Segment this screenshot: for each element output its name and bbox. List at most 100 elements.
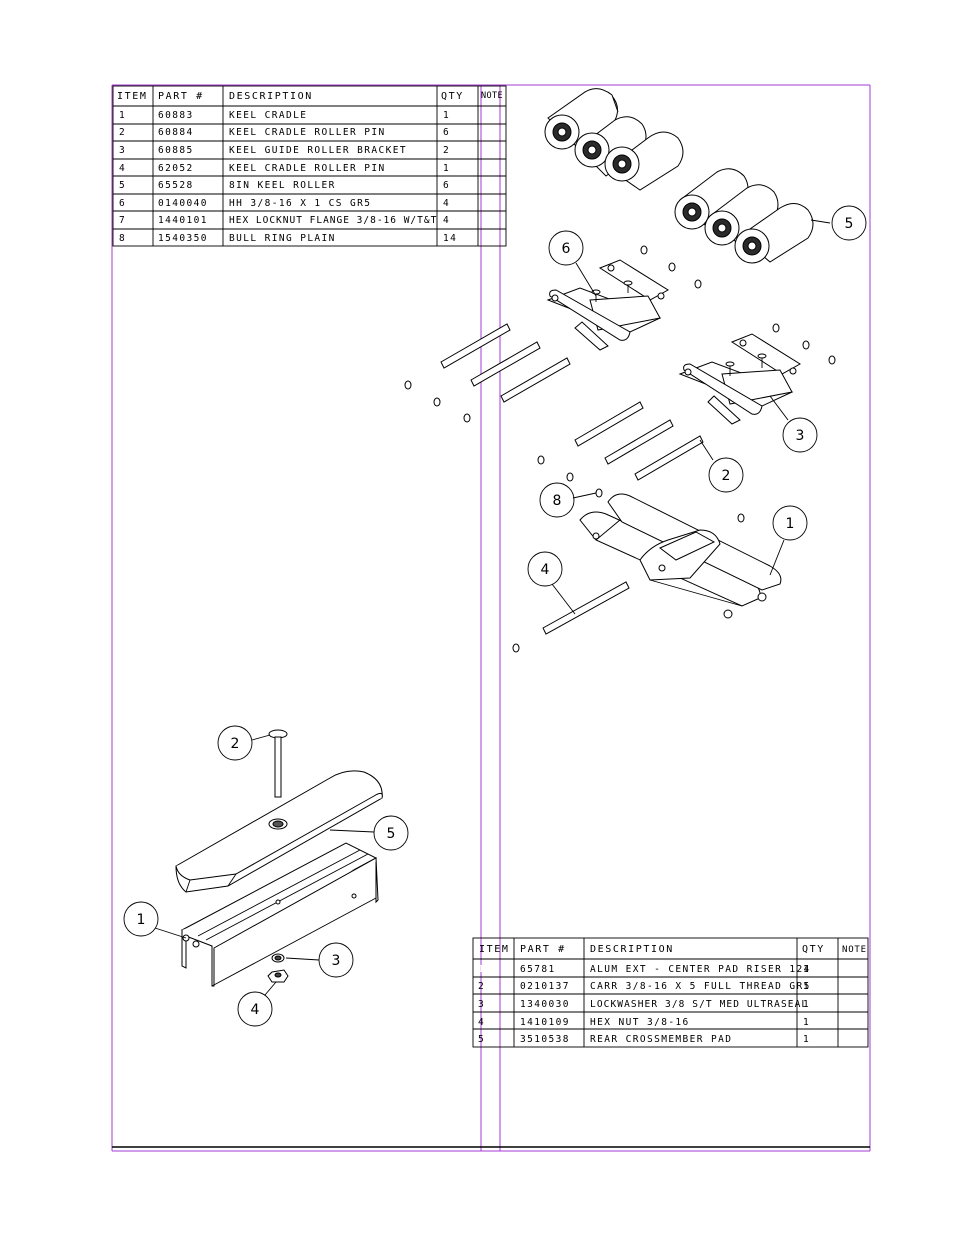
svg-text:60885: 60885	[158, 145, 194, 156]
svg-text:7: 7	[119, 215, 126, 226]
svg-text:2: 2	[119, 127, 126, 138]
table-row: 5 3510538 REAR CROSSMEMBER PAD 1	[478, 1034, 810, 1045]
balloon-8-upper: 8	[539, 482, 597, 518]
svg-text:6: 6	[443, 127, 450, 138]
svg-text:1: 1	[119, 110, 126, 121]
svg-text:3: 3	[796, 428, 805, 444]
svg-text:5: 5	[478, 1034, 485, 1045]
bottom-header-description: DESCRIPTION	[590, 944, 674, 955]
table-row: 1 65781 ALUM EXT - CENTER PAD RISER 124 …	[478, 964, 811, 975]
top-header-qty: QTY	[441, 91, 464, 102]
svg-text:6: 6	[562, 241, 571, 257]
svg-text:6: 6	[443, 180, 450, 191]
svg-text:3: 3	[332, 953, 341, 969]
svg-text:2: 2	[443, 145, 450, 156]
svg-text:8IN KEEL ROLLER: 8IN KEEL ROLLER	[229, 180, 336, 191]
keel-cradle	[579, 493, 782, 607]
balloon-1-lower: 1	[123, 901, 187, 939]
svg-text:1: 1	[803, 1034, 810, 1045]
balloon-4-upper: 4	[527, 551, 576, 615]
table-row: 4 62052 KEEL CRADLE ROLLER PIN 1	[119, 163, 449, 174]
svg-text:8: 8	[553, 493, 562, 509]
svg-text:2: 2	[478, 981, 485, 992]
svg-text:5: 5	[845, 216, 854, 232]
svg-text:1: 1	[137, 912, 146, 928]
svg-text:5: 5	[119, 180, 126, 191]
svg-text:CARR 3/8-16 X 5 FULL THREAD GR: CARR 3/8-16 X 5 FULL THREAD GR5	[590, 981, 811, 992]
svg-text:1340030: 1340030	[520, 999, 570, 1010]
balloon-6-upper: 6	[548, 230, 597, 297]
svg-text:KEEL CRADLE ROLLER PIN: KEEL CRADLE ROLLER PIN	[229, 163, 386, 174]
svg-text:1: 1	[443, 110, 450, 121]
table-row: 2 0210137 CARR 3/8-16 X 5 FULL THREAD GR…	[478, 981, 811, 992]
svg-text:62052: 62052	[158, 163, 194, 174]
svg-text:0210137: 0210137	[520, 981, 570, 992]
svg-text:HH 3/8-16 X 1 CS GR5: HH 3/8-16 X 1 CS GR5	[229, 198, 371, 209]
keel-cradle-roller-pin-long	[542, 581, 630, 635]
keel-cradle-roller-pin-set	[574, 401, 704, 481]
svg-text:2: 2	[722, 468, 731, 484]
carriage-bolt	[268, 729, 288, 798]
sheet-frame	[111, 84, 871, 1152]
svg-text:1: 1	[786, 516, 795, 532]
svg-text:6: 6	[119, 198, 126, 209]
balloon-5-lower: 5	[329, 815, 409, 851]
keel-guide-roller-bracket	[678, 333, 801, 425]
balloon-1-upper: 1	[769, 505, 808, 576]
svg-text:1: 1	[803, 1017, 810, 1028]
svg-text:3510538: 3510538	[520, 1034, 570, 1045]
svg-text:1: 1	[803, 999, 810, 1010]
svg-text:1440101: 1440101	[158, 215, 208, 226]
svg-text:1: 1	[478, 964, 485, 975]
lockwasher	[271, 953, 285, 963]
svg-text:KEEL CRADLE ROLLER PIN: KEEL CRADLE ROLLER PIN	[229, 127, 386, 138]
bottom-header-item: ITEM	[479, 944, 509, 955]
svg-text:14: 14	[443, 233, 457, 244]
balloon-2-upper: 2	[699, 439, 744, 493]
table-row: 7 1440101 HEX LOCKNUT FLANGE 3/8-16 W/T&…	[119, 215, 450, 226]
keel-roller-group	[544, 88, 684, 191]
table-row: 8 1540350 BULL RING PLAIN 14	[119, 233, 457, 244]
hardware-bull-rings	[404, 245, 836, 653]
svg-text:KEEL GUIDE ROLLER BRACKET: KEEL GUIDE ROLLER BRACKET	[229, 145, 407, 156]
table-row: 3 60885 KEEL GUIDE ROLLER BRACKET 2	[119, 145, 450, 156]
svg-text:65781: 65781	[520, 964, 556, 975]
hex-nut	[267, 969, 289, 983]
keel-cradle-exploded-view: 5 6 3 2 8 1 4	[404, 88, 867, 653]
keel-roller-group	[674, 168, 814, 264]
svg-text:ALUM EXT - CENTER PAD RISER 12: ALUM EXT - CENTER PAD RISER 124	[590, 964, 811, 975]
svg-text:REAR CROSSMEMBER PAD: REAR CROSSMEMBER PAD	[590, 1034, 732, 1045]
svg-text:2: 2	[231, 736, 240, 752]
svg-text:BULL RING PLAIN: BULL RING PLAIN	[229, 233, 336, 244]
svg-text:60883: 60883	[158, 110, 194, 121]
top-header-description: DESCRIPTION	[229, 91, 313, 102]
svg-text:60884: 60884	[158, 127, 194, 138]
svg-text:0140040: 0140040	[158, 198, 208, 209]
alum-extrusion-center-pad-riser	[180, 842, 379, 987]
table-row: 6 0140040 HH 3/8-16 X 1 CS GR5 4	[119, 198, 450, 209]
svg-text:HEX LOCKNUT FLANGE 3/8-16 W/T&: HEX LOCKNUT FLANGE 3/8-16 W/T&T	[229, 215, 437, 226]
keel-guide-roller-bracket	[546, 259, 669, 351]
top-header-item: ITEM	[117, 91, 147, 102]
bottom-bom-table: ITEM PART # DESCRIPTION QTY NOTE 1 65781…	[472, 937, 869, 1048]
top-header-part: PART #	[158, 91, 204, 102]
balloon-4-lower: 4	[237, 981, 277, 1027]
table-row: 1 60883 KEEL CRADLE 1	[119, 110, 450, 121]
table-row: 5 65528 8IN KEEL ROLLER 6	[119, 180, 450, 191]
balloon-5-upper: 5	[810, 205, 867, 241]
svg-text:4: 4	[443, 198, 450, 209]
svg-text:8: 8	[119, 233, 126, 244]
svg-text:4: 4	[541, 562, 550, 578]
svg-text:LOCKWASHER 3/8 S/T MED ULTRASE: LOCKWASHER 3/8 S/T MED ULTRASEAL	[590, 999, 808, 1010]
balloon-2-lower: 2	[217, 725, 271, 761]
svg-text:1410109: 1410109	[520, 1017, 570, 1028]
svg-text:4: 4	[443, 215, 450, 226]
svg-text:3: 3	[478, 999, 485, 1010]
svg-text:HEX NUT 3/8-16: HEX NUT 3/8-16	[590, 1017, 690, 1028]
top-header-note: NOTE	[481, 91, 503, 101]
svg-text:4: 4	[119, 163, 126, 174]
bottom-header-part: PART #	[520, 944, 566, 955]
table-row: 2 60884 KEEL CRADLE ROLLER PIN 6	[119, 127, 450, 138]
svg-text:65528: 65528	[158, 180, 194, 191]
